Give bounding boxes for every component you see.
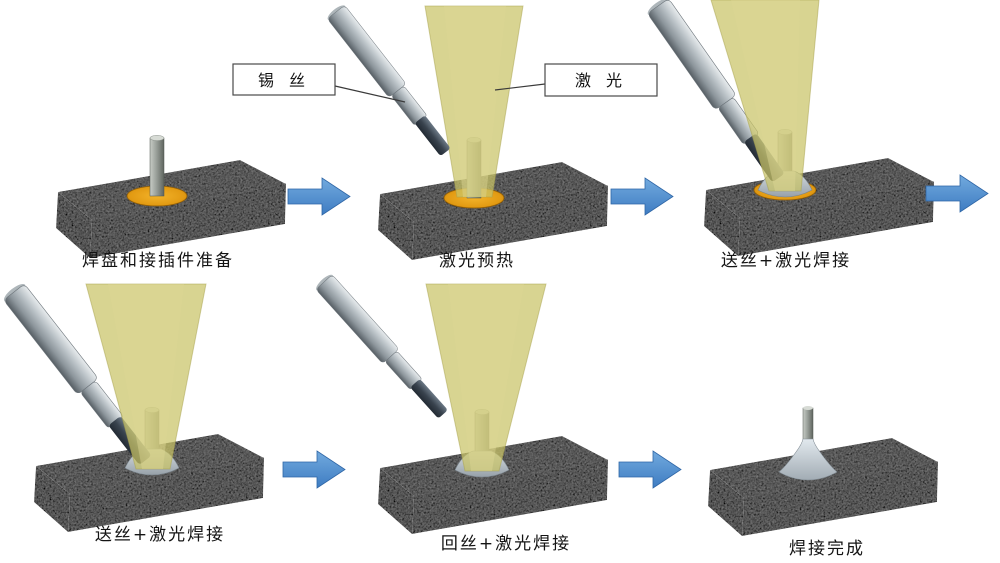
flow-arrow-1	[287, 177, 351, 216]
laser-label: 激 光	[575, 71, 627, 90]
flow-arrow-5	[618, 450, 682, 489]
stage-caption-6: 焊接完成	[789, 539, 865, 559]
pin-top	[803, 406, 813, 410]
callout-box	[232, 63, 336, 96]
pcb-block	[56, 160, 286, 258]
laser-beam	[85, 283, 207, 470]
stage-2-scene: 锡 丝 激 光	[232, 2, 658, 260]
callout-line	[334, 85, 406, 103]
flow-arrow-2	[610, 177, 674, 216]
stage-caption-2: 激光预热	[439, 251, 515, 271]
pin-assembly	[126, 135, 188, 207]
stage-6-scene	[708, 406, 938, 536]
pcb-block	[704, 158, 934, 256]
connector-pin	[802, 407, 814, 443]
flow-arrow-3	[925, 174, 989, 213]
laser-beam-core	[444, 6, 506, 197]
solder-wire-label: 锡 丝	[258, 71, 310, 90]
laser-callout: 激 光	[494, 63, 658, 97]
laser-beam	[424, 5, 524, 198]
connector-pin	[149, 135, 165, 197]
solder-fillet	[778, 438, 838, 481]
solder-wire-callout: 锡 丝	[232, 63, 406, 103]
stage-1-scene	[56, 135, 286, 258]
stage-caption-1: 焊盘和接插件准备	[82, 251, 234, 271]
stage-5-scene	[313, 271, 608, 534]
callout-box	[544, 63, 658, 97]
stage-caption-3: 送丝+激光焊接	[721, 251, 851, 271]
laser-beam-core	[108, 284, 184, 469]
finished-solder-joint	[778, 406, 838, 481]
stage-caption-4: 送丝+激光焊接	[95, 525, 225, 545]
laser-beam-core	[448, 284, 524, 471]
laser-beam	[425, 283, 547, 472]
flow-arrow-4	[282, 450, 346, 489]
laser-beam	[710, 0, 820, 192]
pcb-block	[708, 438, 938, 536]
stage-caption-5: 回丝+激光焊接	[441, 534, 571, 554]
callout-line	[494, 83, 546, 91]
stage-4-scene	[0, 280, 264, 532]
laser-beam-core	[731, 0, 800, 191]
stage-3-scene	[644, 0, 934, 256]
